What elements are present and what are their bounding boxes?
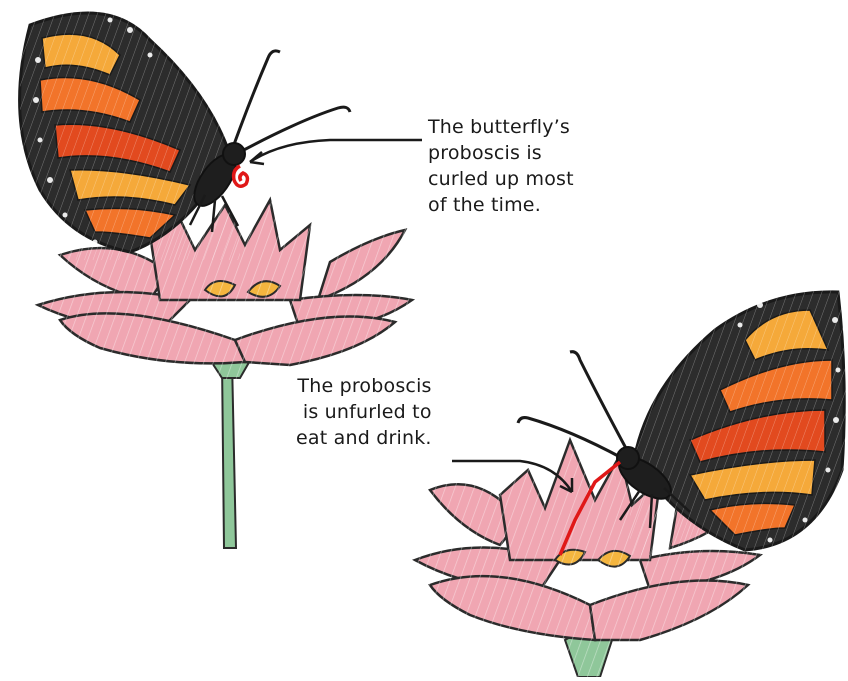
left-butterfly-head <box>223 143 245 165</box>
unfurled-proboscis-caption: The proboscis is unfurled to eat and dri… <box>296 373 432 451</box>
caption-line: The proboscis <box>296 373 432 399</box>
curled-proboscis-caption: The butterfly’s proboscis is curled up m… <box>428 114 574 218</box>
caption-line: is unfurled to <box>296 399 432 425</box>
left-flower-stem <box>222 360 236 548</box>
caption-line: curled up most <box>428 166 574 192</box>
leader-line-top <box>250 140 422 162</box>
caption-line: The butterfly’s <box>428 114 574 140</box>
right-butterfly-head <box>617 447 639 469</box>
caption-line: eat and drink. <box>296 425 432 451</box>
caption-line: proboscis is <box>428 140 574 166</box>
caption-line: of the time. <box>428 192 574 218</box>
